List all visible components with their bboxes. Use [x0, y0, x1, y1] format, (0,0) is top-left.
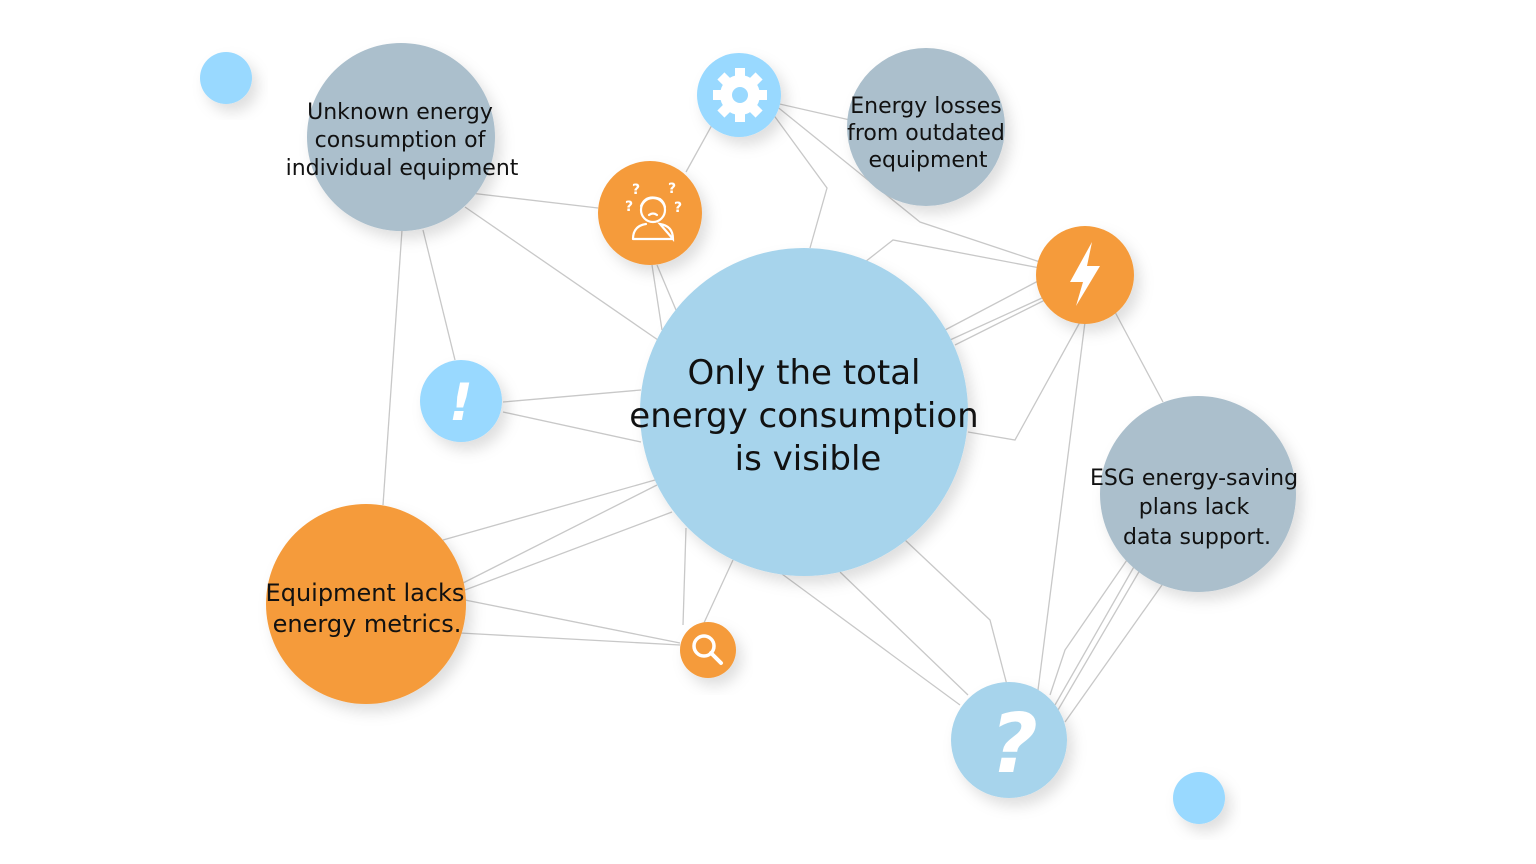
svg-text:?: ?: [668, 181, 676, 197]
lightning-icon: [1036, 226, 1134, 324]
question-icon: ?: [951, 682, 1067, 798]
svg-text:?: ?: [990, 697, 1038, 792]
decorative-dot: [200, 52, 252, 104]
svg-text:?: ?: [632, 182, 640, 198]
exclamation-icon: !: [420, 360, 502, 442]
decorative-dot: [1173, 772, 1225, 824]
gear-icon: [697, 53, 781, 137]
connector-lines: [382, 94, 1164, 723]
confused-person-icon: ?? ??: [598, 161, 702, 265]
svg-text:!: !: [449, 373, 473, 433]
search-icon: [680, 622, 736, 678]
svg-text:?: ?: [674, 200, 682, 216]
svg-text:?: ?: [625, 199, 633, 215]
